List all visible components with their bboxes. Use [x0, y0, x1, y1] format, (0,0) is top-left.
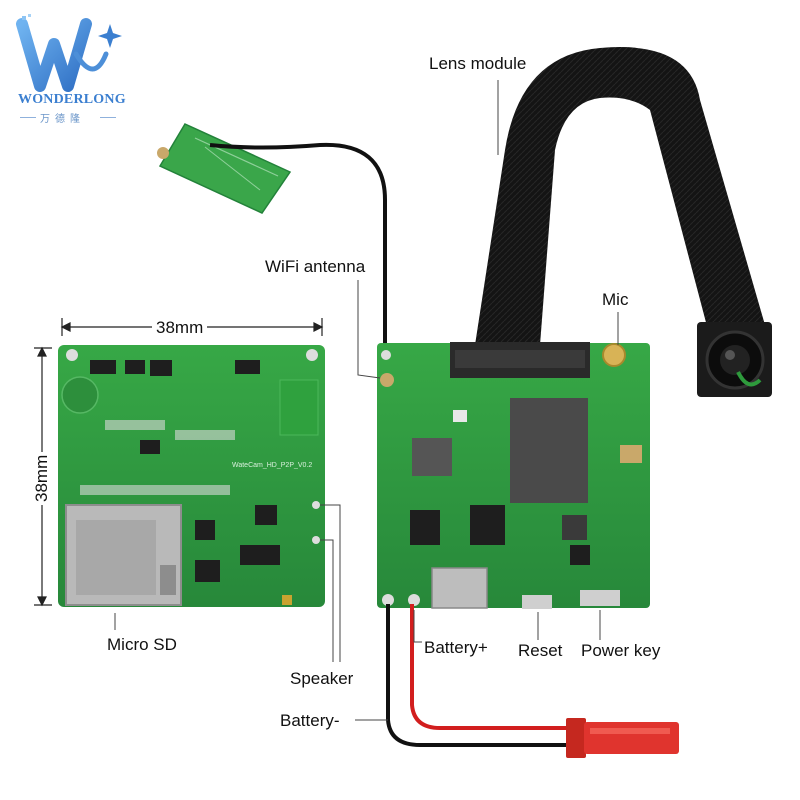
brand-divider-left	[20, 117, 36, 118]
label-battery-minus: Battery-	[280, 711, 340, 730]
label-battery-plus: Battery+	[424, 638, 488, 657]
lens-ribbon-cable	[475, 47, 765, 345]
wifi-antenna-icon	[157, 123, 387, 360]
label-micro-sd: Micro SD	[107, 635, 177, 654]
label-mic: Mic	[602, 290, 629, 309]
label-speaker: Speaker	[290, 669, 354, 688]
camera-lens-icon	[697, 322, 772, 397]
label-wifi-antenna: WiFi antenna	[265, 257, 366, 276]
label-lens-module: Lens module	[429, 54, 527, 73]
sd-board	[58, 345, 325, 607]
brand-name: WONDERLONG	[18, 92, 126, 107]
brand-divider-right	[100, 117, 116, 118]
wonderlong-logo-icon	[16, 14, 122, 92]
board-silkscreen: WateCam_HD_P2P_V0.2	[232, 462, 312, 469]
height-dimension-label: 38mm	[32, 451, 52, 505]
mic-icon	[602, 343, 626, 367]
width-dimension-label: 38mm	[152, 318, 208, 338]
micro-sd-slot	[65, 504, 182, 606]
battery-connector	[566, 718, 679, 758]
label-reset: Reset	[518, 641, 563, 660]
main-board	[377, 342, 650, 609]
label-power-key: Power key	[581, 641, 661, 660]
brand-name-cn: 万德隆	[40, 114, 85, 125]
